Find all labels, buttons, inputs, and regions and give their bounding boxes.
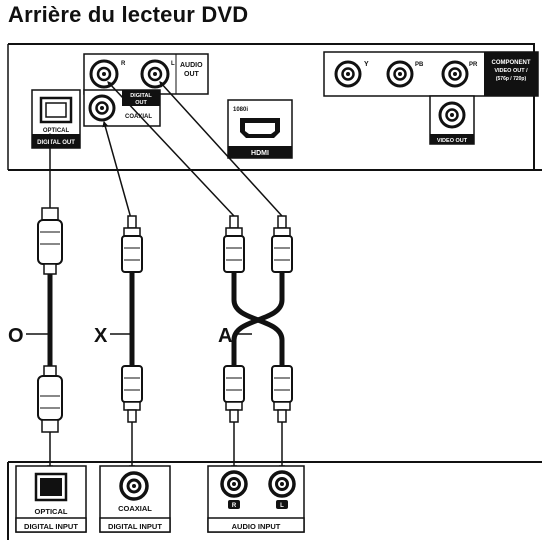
audio-input-left-jack[interactable] <box>268 470 296 498</box>
coaxial-cable-label: X <box>94 325 108 347</box>
coaxial-input-label-2: DIGITAL INPUT <box>108 522 162 531</box>
optical-out-port[interactable] <box>39 96 73 124</box>
component-label-1: COMPONENT <box>492 60 531 66</box>
video-out-block: VIDEO OUT <box>429 95 475 145</box>
page-title: Arrière du lecteur DVD <box>8 2 249 27</box>
component-pb-jack[interactable] <box>386 60 414 88</box>
digital-out-block: DIGITAL OUT COAXIAL <box>83 89 161 127</box>
hdmi-resolution: 1080i <box>233 107 248 113</box>
audio-out-block: R L AUDIO OUT <box>83 53 209 95</box>
audio-out-right-jack[interactable] <box>89 59 119 89</box>
audio-out-label-2: OUT <box>184 71 200 78</box>
audio-out-left-jack[interactable] <box>140 59 170 89</box>
digital-out-label-2: OUT <box>135 100 147 106</box>
component-video-block: Y PB PR COMPONENT VIDEO OUT / (576p / 72… <box>323 51 539 97</box>
optical-cable-label: O <box>8 325 24 347</box>
audio-out-label-1: AUDIO <box>180 62 203 69</box>
coaxial-out-jack[interactable] <box>88 94 116 122</box>
optical-input-label-2: DIGITAL INPUT <box>24 522 78 531</box>
audio-cable-label: A <box>218 325 232 347</box>
receiver-panel <box>7 461 542 540</box>
component-y-jack[interactable] <box>334 60 362 88</box>
digital-out-label-1: DIGITAL <box>130 93 152 99</box>
video-out-jack[interactable] <box>438 101 466 129</box>
audio-out-right-mark: R <box>121 61 126 67</box>
audio-input-label: AUDIO INPUT <box>232 522 281 531</box>
coaxial-input-jack[interactable] <box>119 471 149 501</box>
optical-out-label-1: OPTICAL <box>43 128 70 134</box>
hdmi-label: HDMI <box>251 150 269 157</box>
coaxial-input-block: COAXIAL DIGITAL INPUT <box>99 465 171 533</box>
optical-out-label-2: DIGITAL OUT <box>37 140 75 146</box>
hdmi-block: 1080i HDMI <box>227 99 293 159</box>
audio-input-right-jack[interactable] <box>220 470 248 498</box>
coaxial-cable <box>102 120 143 472</box>
audio-input-right-mark: R <box>232 503 237 509</box>
hdmi-port[interactable] <box>240 118 280 138</box>
component-pr-mark: PR <box>469 62 478 68</box>
optical-input-block: OPTICAL DIGITAL INPUT <box>15 465 87 533</box>
audio-cable <box>107 81 293 472</box>
audio-out-left-mark: L <box>171 61 175 67</box>
component-y-mark: Y <box>364 61 369 68</box>
optical-out-block: OPTICAL DIGITAL OUT <box>31 89 81 149</box>
component-label-3: (576p / 720p) <box>496 76 527 82</box>
video-out-label: VIDEO OUT <box>437 138 468 144</box>
digital-out-coaxial-label: COAXIAL <box>125 114 152 120</box>
coaxial-input-label-1: COAXIAL <box>118 504 152 513</box>
audio-input-block: R L AUDIO INPUT <box>207 465 305 533</box>
optical-input-port[interactable] <box>34 472 68 502</box>
audio-input-left-mark: L <box>280 503 284 509</box>
component-pb-mark: PB <box>415 62 424 68</box>
optical-cable <box>37 132 63 472</box>
optical-input-label-1: OPTICAL <box>35 507 68 516</box>
component-label-2: VIDEO OUT / <box>494 68 528 74</box>
component-pr-jack[interactable] <box>441 60 469 88</box>
